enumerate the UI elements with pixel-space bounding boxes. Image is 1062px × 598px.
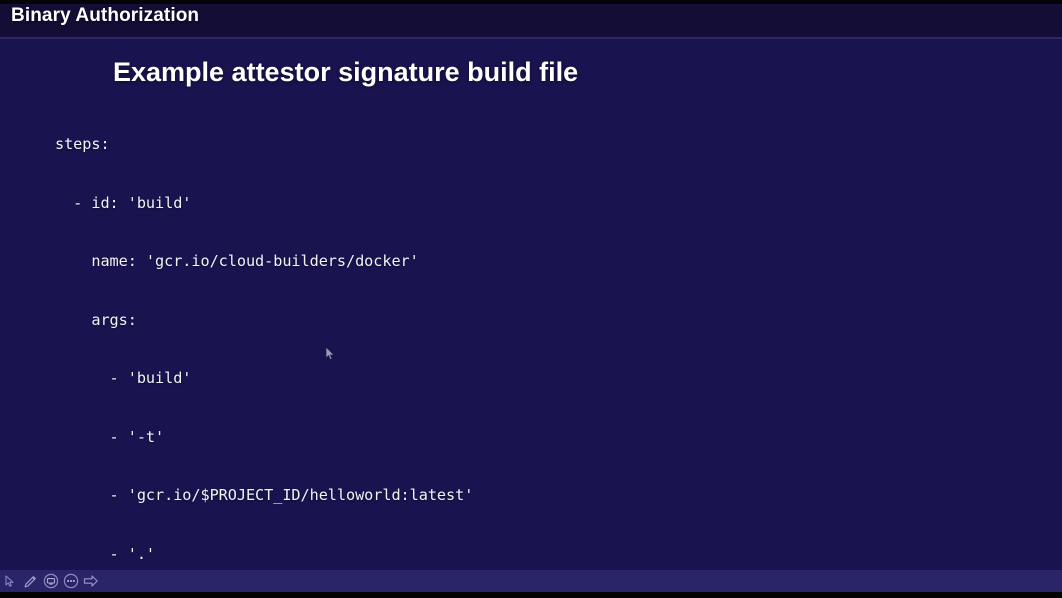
- code-line: - 'build': [55, 369, 192, 387]
- deck-title: Binary Authorization: [11, 5, 200, 26]
- pointer-icon[interactable]: [1, 572, 20, 591]
- presenter-toolbar: [0, 570, 1062, 592]
- pen-icon[interactable]: [21, 572, 40, 591]
- presenter-toolbar-icons[interactable]: [0, 570, 100, 592]
- yaml-code-block: steps: - id: 'build' name: 'gcr.io/cloud…: [55, 96, 1055, 598]
- code-line: - '.': [55, 544, 156, 563]
- code-line: - id: 'build': [55, 193, 192, 212]
- code-line: - '-t': [55, 427, 165, 446]
- code-line: name: 'gcr.io/cloud-builders/docker': [55, 252, 419, 270]
- top-black-strip: [0, 0, 1062, 4]
- bottom-black-strip: [0, 592, 1062, 598]
- header-divider: [0, 37, 1062, 39]
- code-line: steps:: [55, 135, 110, 153]
- code-line: - 'gcr.io/$PROJECT_ID/helloworld:latest': [55, 486, 474, 504]
- slide-header-band: [0, 4, 1062, 38]
- next-slide-icon[interactable]: [81, 572, 100, 591]
- slide-title: Example attestor signature build file: [113, 57, 579, 87]
- code-line: args:: [55, 310, 137, 329]
- more-options-icon[interactable]: [61, 572, 80, 591]
- presentation-icon[interactable]: [41, 572, 60, 591]
